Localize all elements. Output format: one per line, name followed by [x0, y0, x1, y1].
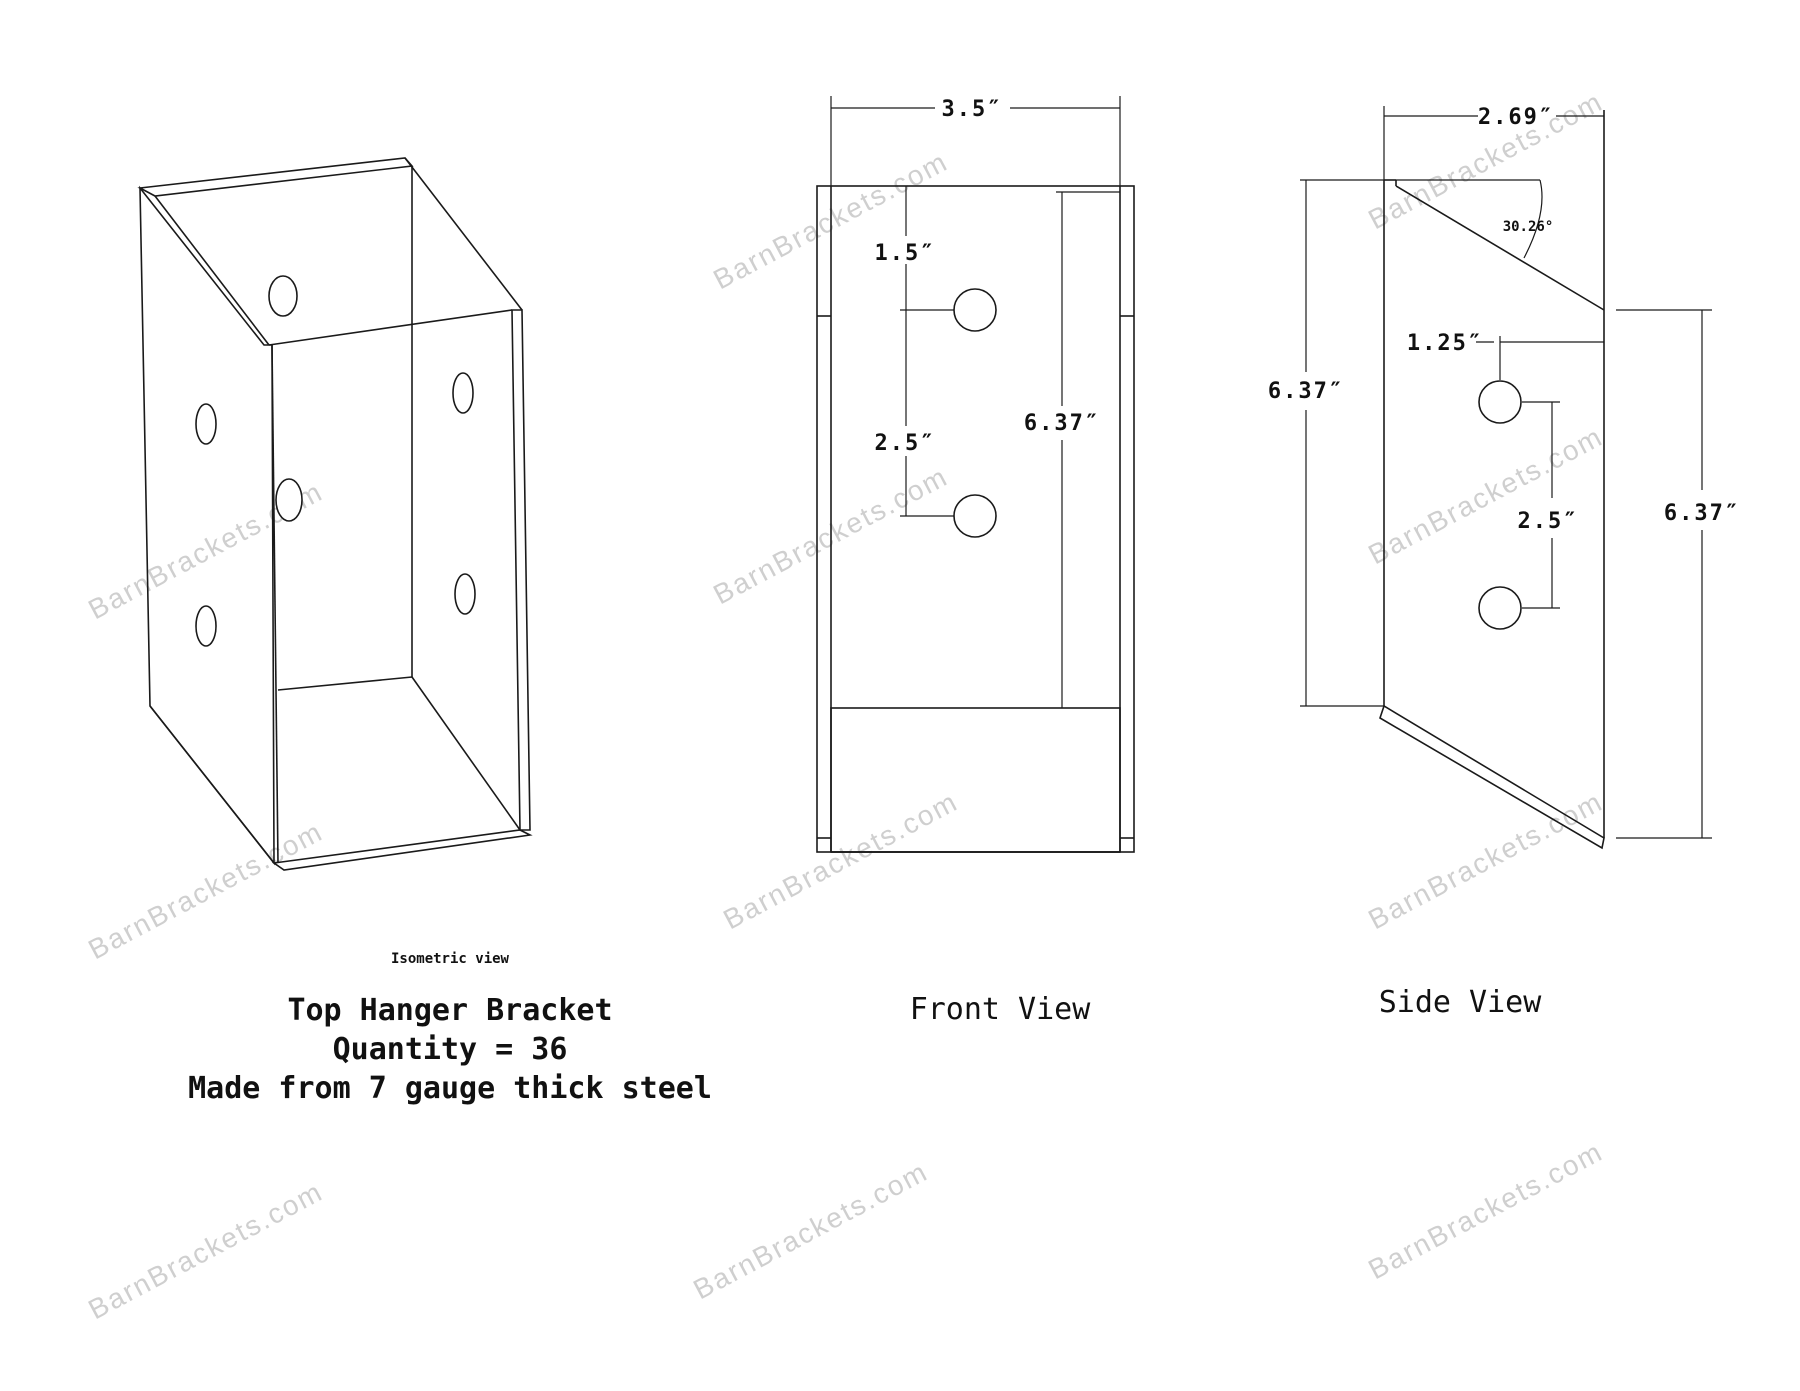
side-view: 2.69″ 30.26° 6.37″ 1.25″ 2.5″ 6.37″ Side… [1268, 105, 1740, 1020]
front-width-dim: 3.5″ [942, 97, 1003, 122]
caption-material: Made from 7 gauge thick steel [188, 1071, 712, 1106]
watermark-3: BarnBrackets.com [83, 1176, 328, 1326]
side-depth-dim: 2.69″ [1478, 105, 1554, 130]
front-top-hole-dim: 1.5″ [875, 241, 936, 266]
watermark-11: BarnBrackets.com [1363, 1136, 1608, 1286]
front-view-title: Front View [910, 992, 1092, 1027]
watermark-6: BarnBrackets.com [718, 786, 963, 936]
caption-quantity: Quantity = 36 [333, 1032, 568, 1067]
front-height-dim: 6.37″ [1024, 411, 1100, 436]
caption-part-name: Top Hanger Bracket [287, 993, 612, 1028]
front-hole-spacing-dim: 2.5″ [875, 431, 936, 456]
isometric-label: Isometric view [391, 951, 510, 967]
isometric-view: Isometric view [137, 157, 533, 967]
front-view: 3.5″ 1.5″ 2.5″ 6.37″ Front View [816, 96, 1135, 1027]
side-angle-dim: 30.26° [1503, 219, 1554, 235]
side-left-height-dim: 6.37″ [1268, 379, 1344, 404]
side-hole-offset-dim: 1.25″ [1407, 331, 1483, 356]
side-view-title: Side View [1379, 985, 1542, 1020]
part-caption: Top Hanger Bracket Quantity = 36 Made fr… [188, 993, 712, 1106]
watermark-10: BarnBrackets.com [1363, 786, 1608, 936]
side-hole-spacing-dim: 2.5″ [1518, 509, 1579, 534]
watermark-9: BarnBrackets.com [1363, 421, 1608, 571]
side-right-height-dim: 6.37″ [1664, 501, 1740, 526]
watermark-2: BarnBrackets.com [83, 816, 328, 966]
watermark-7: BarnBrackets.com [688, 1156, 933, 1306]
